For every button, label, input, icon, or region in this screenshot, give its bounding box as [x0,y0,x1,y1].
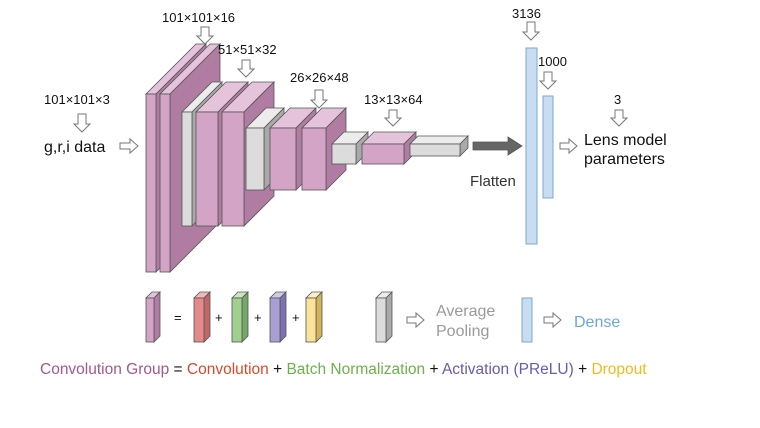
output-label-line2: parameters [584,151,665,168]
legend-conv-group-block [145,291,161,343]
conv-group-block-4 [361,131,417,165]
flatten-label: Flatten [470,173,516,190]
dense-layer-2 [542,95,554,199]
legend-dense-block [521,297,533,343]
down-arrow-icon [609,109,629,127]
caption-convolution: Convolution [187,361,269,378]
layer-shape-label-4: 13×13×64 [364,92,423,107]
caption-equals: = [169,361,187,378]
legend-pooling-block [375,291,393,343]
conv-group-block-3b [301,107,347,191]
layer-shape-label-3: 26×26×48 [290,70,349,85]
caption-plus: + [269,361,287,378]
output-size-label: 3 [614,92,621,107]
caption-line: Convolution Group = Convolution + Batch … [40,361,647,378]
input-data-label: g,r,i data [44,139,105,156]
dense-size-label-2: 1000 [538,54,567,69]
pooling-block-3 [331,131,369,165]
legend-dropout-block [305,291,323,343]
layer-shape-label-2: 51×51×32 [218,42,277,57]
output-label-line1: Lens model [584,132,667,149]
legend-plus: + [215,310,223,325]
input-shape-label: 101×101×3 [44,92,110,107]
right-arrow-icon [559,137,578,155]
legend-equals: = [174,310,182,325]
dense-size-label-1: 3136 [512,6,541,21]
down-arrow-icon [383,109,403,127]
down-arrow-icon [521,21,541,41]
caption-plus: + [574,361,592,378]
legend-average-pooling-line1: Average [436,303,495,320]
legend-activation-block [269,291,287,343]
down-arrow-icon [72,113,92,133]
legend-dense-label: Dense [574,314,620,331]
caption-batch-norm: Batch Normalization [286,361,425,378]
down-arrow-icon [538,71,558,90]
right-arrow-icon [406,311,425,329]
right-arrow-icon [119,137,139,155]
layer-shape-label-1: 101×101×16 [162,10,235,25]
pooling-block-4 [409,135,469,157]
down-arrow-icon [309,89,329,109]
down-arrow-icon [195,26,215,45]
right-arrow-icon [543,311,562,329]
flatten-arrow-icon [472,136,523,156]
dense-layer-1 [525,47,538,245]
caption-plus: + [425,361,442,378]
legend-plus: + [292,310,300,325]
caption-dropout: Dropout [591,361,647,378]
legend-plus: + [254,310,262,325]
caption-conv-group: Convolution Group [40,361,169,378]
legend-average-pooling-line2: Pooling [436,323,489,340]
legend-batch-norm-block [231,291,249,343]
legend-convolution-block [193,291,211,343]
caption-activation: Activation (PReLU) [442,361,574,378]
down-arrow-icon [236,59,256,78]
